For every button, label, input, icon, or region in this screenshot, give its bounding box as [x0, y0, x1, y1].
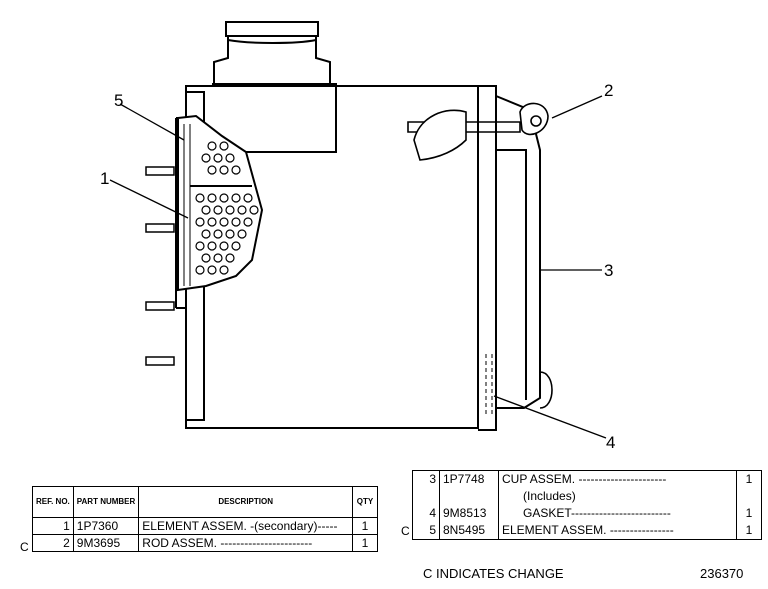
callout-2: 2	[604, 81, 613, 100]
qty: 1	[352, 534, 378, 552]
qty: 1	[736, 505, 762, 522]
part-number	[439, 488, 499, 505]
part-number: 8N5495	[439, 522, 499, 540]
qty	[736, 488, 762, 505]
air-cleaner-drawing: 5 1 2 3 4	[100, 21, 615, 452]
inlet-pipe	[212, 21, 337, 153]
part-number: 1P7360	[72, 517, 140, 535]
description: CUP ASSEM. ----------------------	[498, 470, 737, 488]
table-row: 5 8N5495 ELEMENT ASSEM. ----------------…	[412, 522, 762, 540]
header-qty: QTY	[352, 486, 378, 518]
description: ELEMENT ASSEM. ----------------	[498, 522, 737, 540]
leader-lines	[109, 95, 607, 439]
callout-5: 5	[114, 91, 123, 110]
lower-latch	[485, 354, 553, 414]
change-mark-row5: C	[401, 524, 410, 538]
change-mark-row2: C	[20, 540, 29, 554]
ref-no: 2	[32, 534, 74, 552]
parts-table-right: 3 1P7748 CUP ASSEM. --------------------…	[412, 470, 762, 540]
parts-table-left: REF. NO. PART NUMBER DESCRIPTION QTY 1 1…	[32, 486, 378, 552]
ref-no: 1	[32, 517, 74, 535]
header-part-number: PART NUMBER	[72, 486, 140, 518]
table-header-row: REF. NO. PART NUMBER DESCRIPTION QTY	[32, 486, 378, 518]
ref-no	[412, 488, 440, 505]
table-row: 2 9M3695 ROD ASSEM. --------------------…	[32, 534, 378, 552]
table-row: 4 9M8513 GASKET-------------------------…	[412, 505, 762, 522]
table-row: (Includes)	[412, 488, 762, 505]
ref-no: 3	[412, 470, 440, 488]
mounting-studs	[145, 166, 175, 366]
description: ELEMENT ASSEM. -(secondary)-----	[138, 517, 353, 535]
header-description: DESCRIPTION	[138, 486, 353, 518]
description: (Includes)	[498, 488, 737, 505]
cutaway-element	[177, 114, 264, 292]
drawing-number: 236370	[700, 566, 744, 581]
table-row: 3 1P7748 CUP ASSEM. --------------------…	[412, 470, 762, 488]
part-number: 9M3695	[72, 534, 140, 552]
ref-no: 4	[412, 505, 440, 522]
table-row: 1 1P7360 ELEMENT ASSEM. -(secondary)----…	[32, 517, 378, 535]
part-number: 1P7748	[439, 470, 499, 488]
description: GASKET-------------------------	[498, 505, 737, 522]
change-note: C INDICATES CHANGE	[423, 566, 564, 581]
description: ROD ASSEM. -----------------------	[138, 534, 353, 552]
ref-no: 5	[412, 522, 440, 540]
rod-assembly	[407, 102, 549, 161]
qty: 1	[736, 470, 762, 488]
callout-1: 1	[100, 169, 109, 188]
qty: 1	[736, 522, 762, 540]
part-number: 9M8513	[439, 505, 499, 522]
callout-3: 3	[604, 261, 613, 280]
qty: 1	[352, 517, 378, 535]
header-ref-no: REF. NO.	[32, 486, 74, 518]
callout-4: 4	[606, 433, 615, 452]
